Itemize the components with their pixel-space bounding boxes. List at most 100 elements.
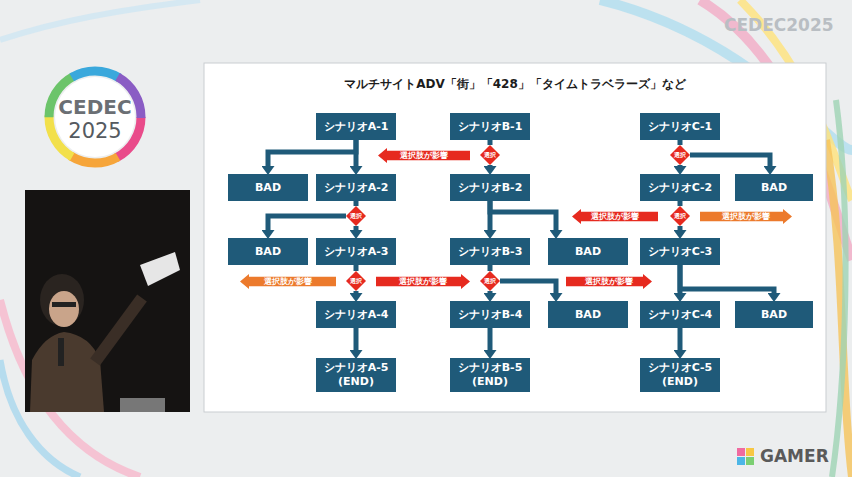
- node-text: BAD: [761, 181, 787, 195]
- logo-year: 2025: [54, 119, 136, 143]
- flow-connector: [354, 226, 359, 230]
- decor-swoosh: [832, 100, 846, 477]
- process-box: シナリオA-5 (END): [316, 358, 396, 392]
- process-box: BAD: [735, 301, 813, 328]
- node-text: 選択肢が影響: [399, 276, 447, 287]
- node-text: シナリオC-2: [648, 181, 713, 195]
- node-text: BAD: [575, 245, 601, 259]
- node-text: 選択肢が影響: [264, 276, 312, 287]
- node-text: 選択: [484, 151, 496, 160]
- node-text: シナリオC-1: [648, 120, 713, 134]
- logo-ring-segment: [49, 71, 141, 163]
- flow-connector: [354, 328, 359, 350]
- decision-diamond: 選択: [670, 206, 690, 226]
- logo-ring-segment: [49, 71, 141, 163]
- process-box: BAD: [228, 174, 308, 201]
- flow-connector: [488, 165, 493, 166]
- process-box: BAD: [548, 238, 628, 265]
- flow-connector: [268, 216, 346, 230]
- speaker-video: [25, 190, 190, 412]
- decision-diamond: 選択: [670, 145, 690, 165]
- node-text: シナリオC-5 (END): [643, 361, 717, 389]
- flow-connector: [678, 226, 683, 230]
- flow-connector: [268, 140, 356, 166]
- decision-diamond: 選択: [480, 271, 500, 291]
- flow-connector: [690, 155, 770, 166]
- process-box: シナリオA-4: [316, 301, 396, 328]
- process-box: シナリオB-3: [450, 238, 530, 265]
- decision-diamond: 選択: [480, 145, 500, 165]
- process-box: シナリオC-1: [640, 113, 720, 140]
- event-watermark: CEDEC2025: [724, 15, 834, 35]
- flow-connector: [488, 291, 493, 293]
- node-text: 選択: [350, 277, 362, 286]
- arrow-shape: [240, 274, 336, 289]
- arrow-shape: [700, 209, 792, 224]
- node-text: シナリオA-5 (END): [319, 361, 393, 389]
- diamond-shape: [480, 271, 500, 291]
- flow-connector: [490, 201, 556, 230]
- arrow-shape: [566, 274, 652, 289]
- microphone: [58, 338, 64, 366]
- node-text: シナリオB-1: [458, 120, 523, 134]
- process-box: シナリオC-3: [640, 238, 720, 265]
- node-text: シナリオC-3: [648, 245, 713, 259]
- node-text: シナリオC-4: [648, 308, 713, 322]
- influence-arrow: 選択肢が影響: [378, 148, 470, 163]
- influence-arrow: 選択肢が影響: [376, 274, 470, 289]
- speaker-body: [30, 332, 104, 412]
- laptop: [120, 398, 165, 412]
- node-text: BAD: [255, 245, 281, 259]
- process-box: シナリオB-2: [450, 174, 530, 201]
- node-text: 選択: [674, 151, 686, 160]
- process-box: BAD: [735, 174, 813, 201]
- logo-square: [737, 448, 745, 456]
- node-text: BAD: [255, 181, 281, 195]
- node-text: シナリオB-2: [458, 181, 523, 195]
- flow-connector: [354, 201, 359, 206]
- logo-ring: [49, 71, 141, 163]
- process-box: BAD: [228, 238, 308, 265]
- flow-connector: [678, 265, 683, 293]
- flow-connector: [354, 140, 359, 166]
- diamond-shape: [346, 206, 366, 226]
- node-text: シナリオA-3: [324, 245, 389, 259]
- flow-connector: [354, 265, 359, 271]
- node-text: シナリオB-5 (END): [453, 361, 527, 389]
- node-text: シナリオB-4: [458, 308, 523, 322]
- influence-arrow: 選択肢が影響: [566, 274, 652, 289]
- logo-center: [55, 77, 135, 157]
- logo-ring-segment: [49, 71, 141, 163]
- logo-square: [746, 457, 754, 465]
- decision-diamond: 選択: [346, 206, 366, 226]
- node-text: 選択: [484, 277, 496, 286]
- diamond-shape: [346, 271, 366, 291]
- process-box: BAD: [548, 301, 628, 328]
- node-text: BAD: [761, 308, 787, 322]
- gamer-logo-mark: [737, 448, 754, 465]
- influence-arrow: 選択肢が影響: [700, 209, 792, 224]
- node-text: シナリオA-1: [324, 120, 389, 134]
- decor-swoosh: [0, 0, 200, 40]
- influence-arrow: 選択肢が影響: [572, 209, 658, 224]
- arrow-shape: [378, 148, 470, 163]
- logo-ring-segment: [49, 71, 141, 163]
- arrow-shape: [376, 274, 470, 289]
- process-box: シナリオB-1: [450, 113, 530, 140]
- flow-connector: [678, 165, 683, 166]
- flow-connector: [500, 281, 556, 293]
- logo-ring-segment: [49, 71, 141, 163]
- logo-square: [737, 457, 745, 465]
- process-box: シナリオA-3: [316, 238, 396, 265]
- process-box: シナリオA-2: [316, 174, 396, 201]
- process-box: シナリオA-1: [316, 113, 396, 140]
- process-box: シナリオB-4: [450, 301, 530, 328]
- node-text: 選択肢が影響: [722, 211, 770, 222]
- logo-ring-segment: [49, 71, 141, 163]
- logo-text: CEDEC: [54, 95, 136, 119]
- speaker-hair: [40, 274, 84, 326]
